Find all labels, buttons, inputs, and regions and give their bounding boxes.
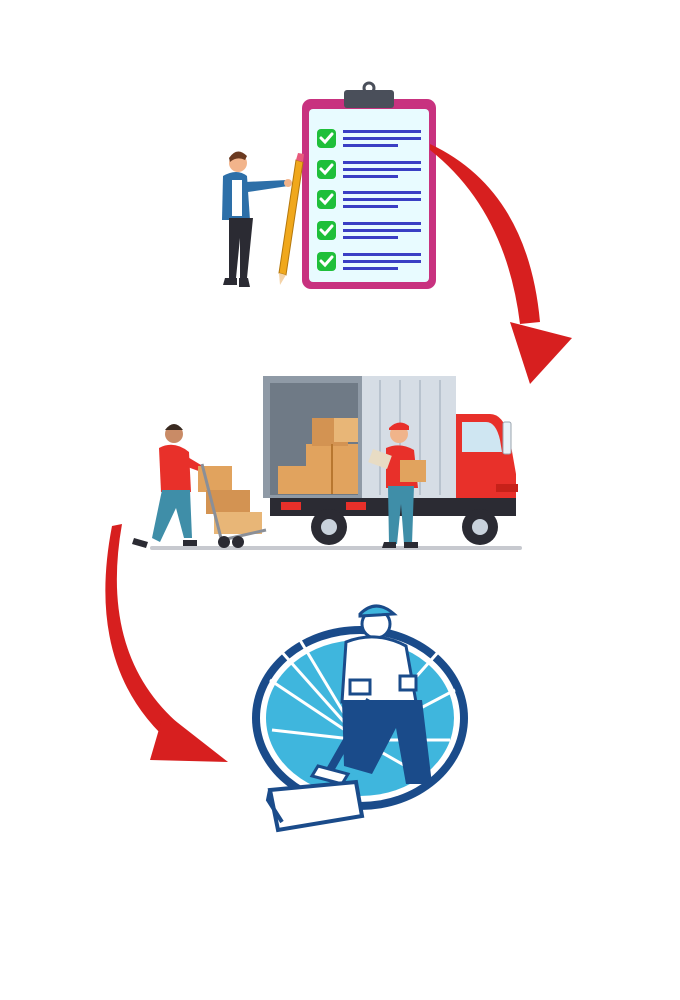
wheel bbox=[462, 509, 498, 545]
mover-with-clipboard-icon bbox=[368, 422, 426, 548]
badge-ring bbox=[252, 626, 468, 810]
checklist-row bbox=[317, 190, 421, 209]
box bbox=[312, 418, 348, 446]
cargo-container bbox=[263, 376, 456, 498]
ground-line bbox=[150, 546, 522, 550]
checklist-row bbox=[317, 252, 421, 271]
wheel bbox=[311, 509, 347, 545]
clipboard-paper bbox=[309, 109, 429, 282]
checklist-row bbox=[317, 221, 421, 240]
box bbox=[334, 418, 358, 442]
truck-cab bbox=[456, 414, 516, 504]
box bbox=[278, 466, 308, 494]
pencil-icon bbox=[278, 153, 304, 285]
mover-with-dolly-icon bbox=[132, 424, 267, 548]
checklist-row bbox=[317, 160, 421, 179]
badge-sunburst bbox=[266, 640, 454, 796]
cleaner-machine bbox=[267, 779, 365, 833]
clipboard-frame bbox=[302, 99, 436, 289]
checklist-row bbox=[317, 129, 421, 148]
box bbox=[306, 444, 358, 494]
person-icon bbox=[222, 151, 292, 287]
clipboard-clip bbox=[344, 90, 394, 108]
